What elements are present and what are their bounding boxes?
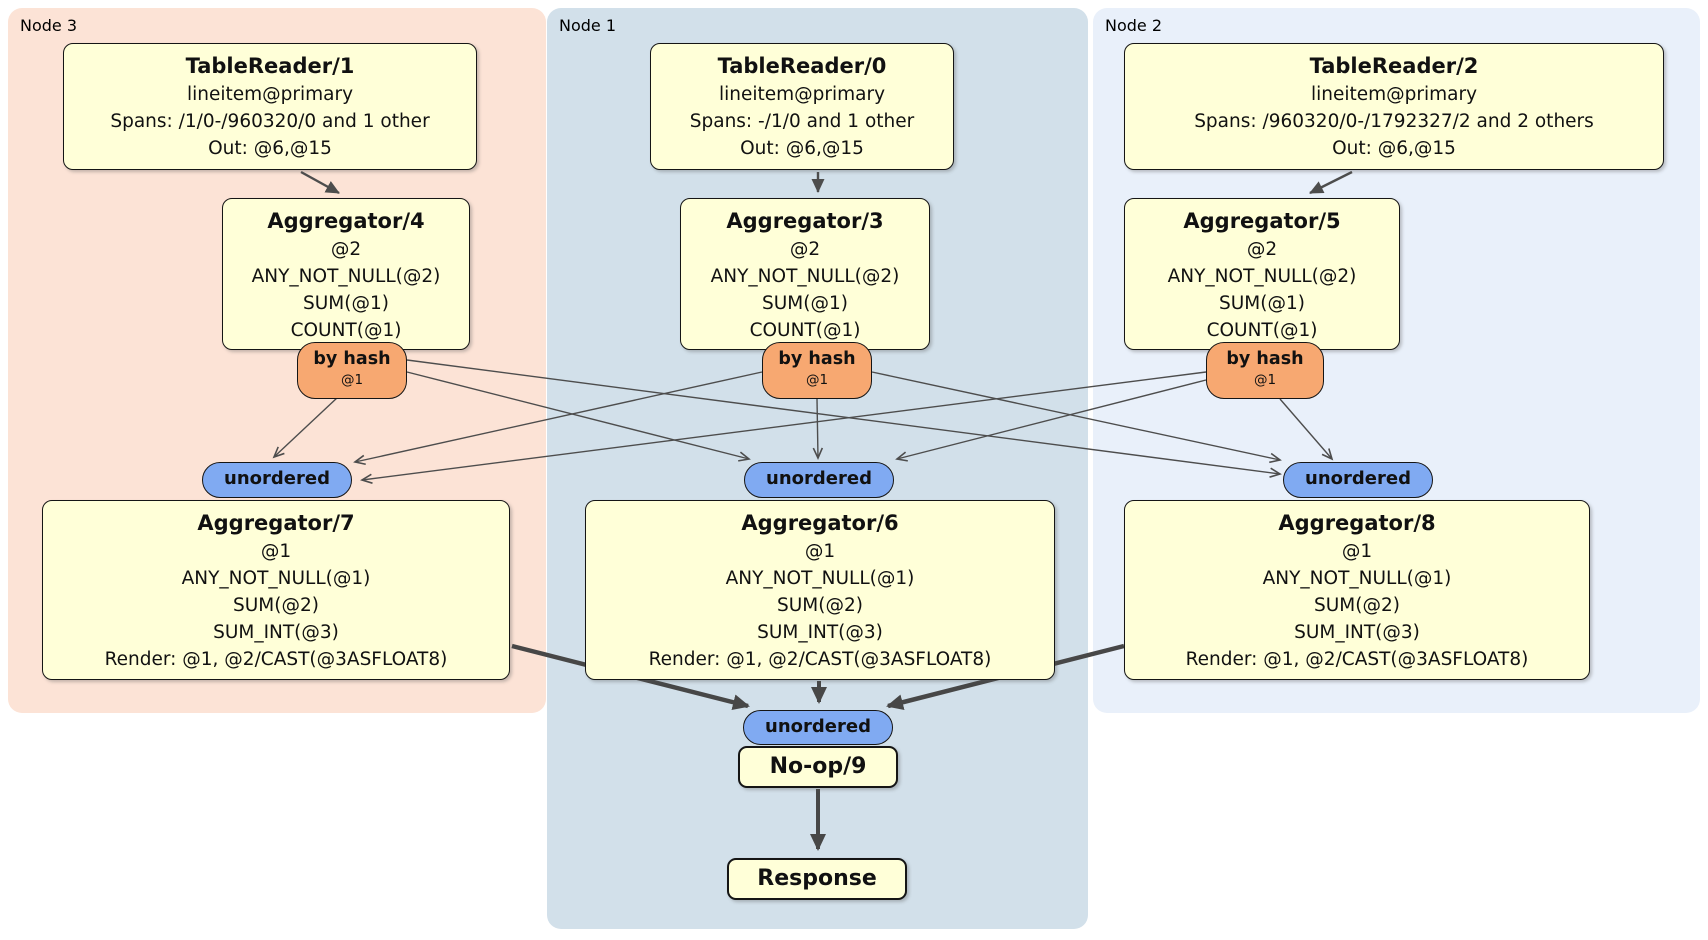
- edge-hashL-unordR: [406, 359, 1282, 478]
- processor-title: TableReader/2: [1309, 54, 1479, 78]
- processor-tablereader-1: TableReader/1 lineitem@primary Spans: /1…: [63, 43, 477, 170]
- edge-hashR-unordM: [895, 379, 1207, 462]
- processor-detail-line: ANY_NOT_NULL(@1): [725, 568, 915, 589]
- router-label: by hash: [313, 349, 391, 369]
- stream-label: unordered: [766, 468, 872, 489]
- processor-detail-line: ANY_NOT_NULL(@1): [1262, 568, 1452, 589]
- processor-detail-line: Render: @1, @2/CAST(@3ASFLOAT8): [648, 649, 992, 670]
- processor-detail-line: Render: @1, @2/CAST(@3ASFLOAT8): [1185, 649, 1529, 670]
- processor-title: Aggregator/4: [267, 209, 425, 233]
- stream-unordered-right: unordered: [1283, 462, 1433, 498]
- stream-label: unordered: [1305, 468, 1411, 489]
- processor-noop-9: No-op/9: [738, 746, 898, 788]
- processor-detail-line: COUNT(@1): [1206, 320, 1318, 341]
- router-by-hash-right: by hash @1: [1206, 342, 1324, 399]
- router-detail: @1: [340, 372, 364, 388]
- processor-detail-line: Out: @6,@15: [740, 138, 864, 159]
- processor-detail-line: Spans: -/1/0 and 1 other: [689, 111, 915, 132]
- processor-title: Aggregator/7: [197, 511, 355, 535]
- edge-hashR-unordL: [360, 371, 1207, 484]
- processor-title: TableReader/0: [717, 54, 887, 78]
- processor-detail-line: SUM(@2): [777, 595, 863, 616]
- processor-detail-line: Spans: /960320/0-/1792327/2 and 2 others: [1194, 111, 1594, 132]
- processor-detail-line: ANY_NOT_NULL(@2): [1167, 266, 1357, 287]
- processor-detail-line: @1: [1341, 541, 1373, 562]
- processor-aggregator-8: Aggregator/8 @1 ANY_NOT_NULL(@1) SUM(@2)…: [1124, 500, 1590, 680]
- stream-unordered-center: unordered: [744, 462, 894, 498]
- processor-tablereader-0: TableReader/0 lineitem@primary Spans: -/…: [650, 43, 954, 170]
- edge-hashM-unordR: [871, 371, 1282, 464]
- edge-hashR-unordR: [1279, 398, 1334, 461]
- stream-unordered-left: unordered: [202, 462, 352, 498]
- processor-response: Response: [727, 858, 907, 900]
- processor-detail-line: ANY_NOT_NULL(@2): [251, 266, 441, 287]
- edge-hashM-unordL: [353, 371, 763, 466]
- edge-hashL-unordL: [272, 396, 339, 459]
- processor-detail-line: SUM_INT(@3): [1294, 622, 1420, 643]
- processor-detail-line: lineitem@primary: [1310, 84, 1478, 105]
- stream-unordered-bottom: unordered: [743, 710, 893, 745]
- processor-detail-line: COUNT(@1): [749, 320, 861, 341]
- processor-detail-line: SUM(@1): [762, 293, 848, 314]
- processor-aggregator-4: Aggregator/4 @2 ANY_NOT_NULL(@2) SUM(@1)…: [222, 198, 470, 350]
- processor-title: Response: [757, 866, 877, 891]
- processor-detail-line: Out: @6,@15: [208, 138, 332, 159]
- processor-detail-line: SUM(@1): [1219, 293, 1305, 314]
- router-by-hash-center: by hash @1: [762, 342, 872, 399]
- processor-detail-line: @2: [789, 239, 821, 260]
- router-by-hash-left: by hash @1: [297, 342, 407, 399]
- processor-title: TableReader/1: [185, 54, 355, 78]
- stream-label: unordered: [765, 716, 871, 737]
- processor-detail-line: @1: [260, 541, 292, 562]
- edge-tr2-agg5: [1309, 170, 1353, 195]
- processor-tablereader-2: TableReader/2 lineitem@primary Spans: /9…: [1124, 43, 1664, 170]
- processor-detail-line: SUM_INT(@3): [757, 622, 883, 643]
- processor-detail-line: @2: [1246, 239, 1278, 260]
- router-detail: @1: [1253, 372, 1277, 388]
- processor-aggregator-3: Aggregator/3 @2 ANY_NOT_NULL(@2) SUM(@1)…: [680, 198, 930, 350]
- router-label: by hash: [1226, 349, 1304, 369]
- processor-detail-line: ANY_NOT_NULL(@2): [710, 266, 900, 287]
- processor-aggregator-6: Aggregator/6 @1 ANY_NOT_NULL(@1) SUM(@2)…: [585, 500, 1055, 680]
- processor-detail-line: Render: @1, @2/CAST(@3ASFLOAT8): [104, 649, 448, 670]
- processor-detail-line: Spans: /1/0-/960320/0 and 1 other: [110, 111, 430, 132]
- processor-title: Aggregator/6: [741, 511, 899, 535]
- processor-detail-line: COUNT(@1): [290, 320, 402, 341]
- processor-title: Aggregator/8: [1278, 511, 1436, 535]
- processor-detail-line: SUM(@1): [303, 293, 389, 314]
- processor-aggregator-5: Aggregator/5 @2 ANY_NOT_NULL(@2) SUM(@1)…: [1124, 198, 1400, 350]
- processor-detail-line: @2: [330, 239, 362, 260]
- processor-title: Aggregator/5: [1183, 209, 1341, 233]
- edge-hashM-unordM: [812, 398, 824, 460]
- panel-label: Node 3: [20, 16, 78, 35]
- router-label: by hash: [778, 349, 856, 369]
- processor-detail-line: SUM(@2): [233, 595, 319, 616]
- panel-label: Node 1: [559, 16, 617, 35]
- processor-detail-line: Out: @6,@15: [1332, 138, 1456, 159]
- processor-detail-line: lineitem@primary: [186, 84, 354, 105]
- processor-detail-line: SUM(@2): [1314, 595, 1400, 616]
- stream-label: unordered: [224, 468, 330, 489]
- processor-detail-line: lineitem@primary: [718, 84, 886, 105]
- router-detail: @1: [805, 372, 829, 388]
- edge-tr1-agg4: [300, 170, 340, 195]
- processor-aggregator-7: Aggregator/7 @1 ANY_NOT_NULL(@1) SUM(@2)…: [42, 500, 510, 680]
- processor-detail-line: @1: [804, 541, 836, 562]
- processor-detail-line: ANY_NOT_NULL(@1): [181, 568, 371, 589]
- panel-label: Node 2: [1105, 16, 1163, 35]
- processor-title: No-op/9: [769, 754, 867, 779]
- edge-hashL-unordM: [406, 371, 751, 462]
- processor-title: Aggregator/3: [726, 209, 884, 233]
- processor-detail-line: SUM_INT(@3): [213, 622, 339, 643]
